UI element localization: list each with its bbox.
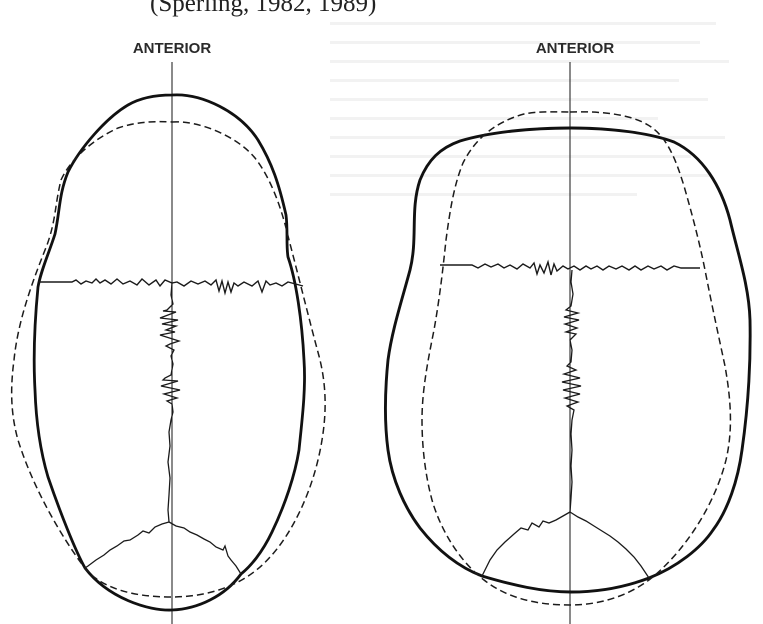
- right-skull: ANTERIOR: [385, 40, 750, 624]
- left-lambdoid-suture-right: [169, 522, 241, 574]
- right-lambdoid-suture-right: [570, 512, 649, 578]
- left-anterior-label: ANTERIOR: [133, 40, 212, 57]
- left-dashed-outline: [12, 122, 325, 597]
- right-dashed-outline: [422, 112, 730, 605]
- right-lambdoid-suture: [482, 512, 570, 576]
- right-sagittal-suture: [562, 270, 581, 512]
- left-skull: ANTERIOR: [12, 40, 325, 624]
- left-lambdoid-suture: [85, 522, 169, 568]
- right-anterior-label: ANTERIOR: [536, 40, 615, 57]
- left-sagittal-suture: [160, 283, 180, 522]
